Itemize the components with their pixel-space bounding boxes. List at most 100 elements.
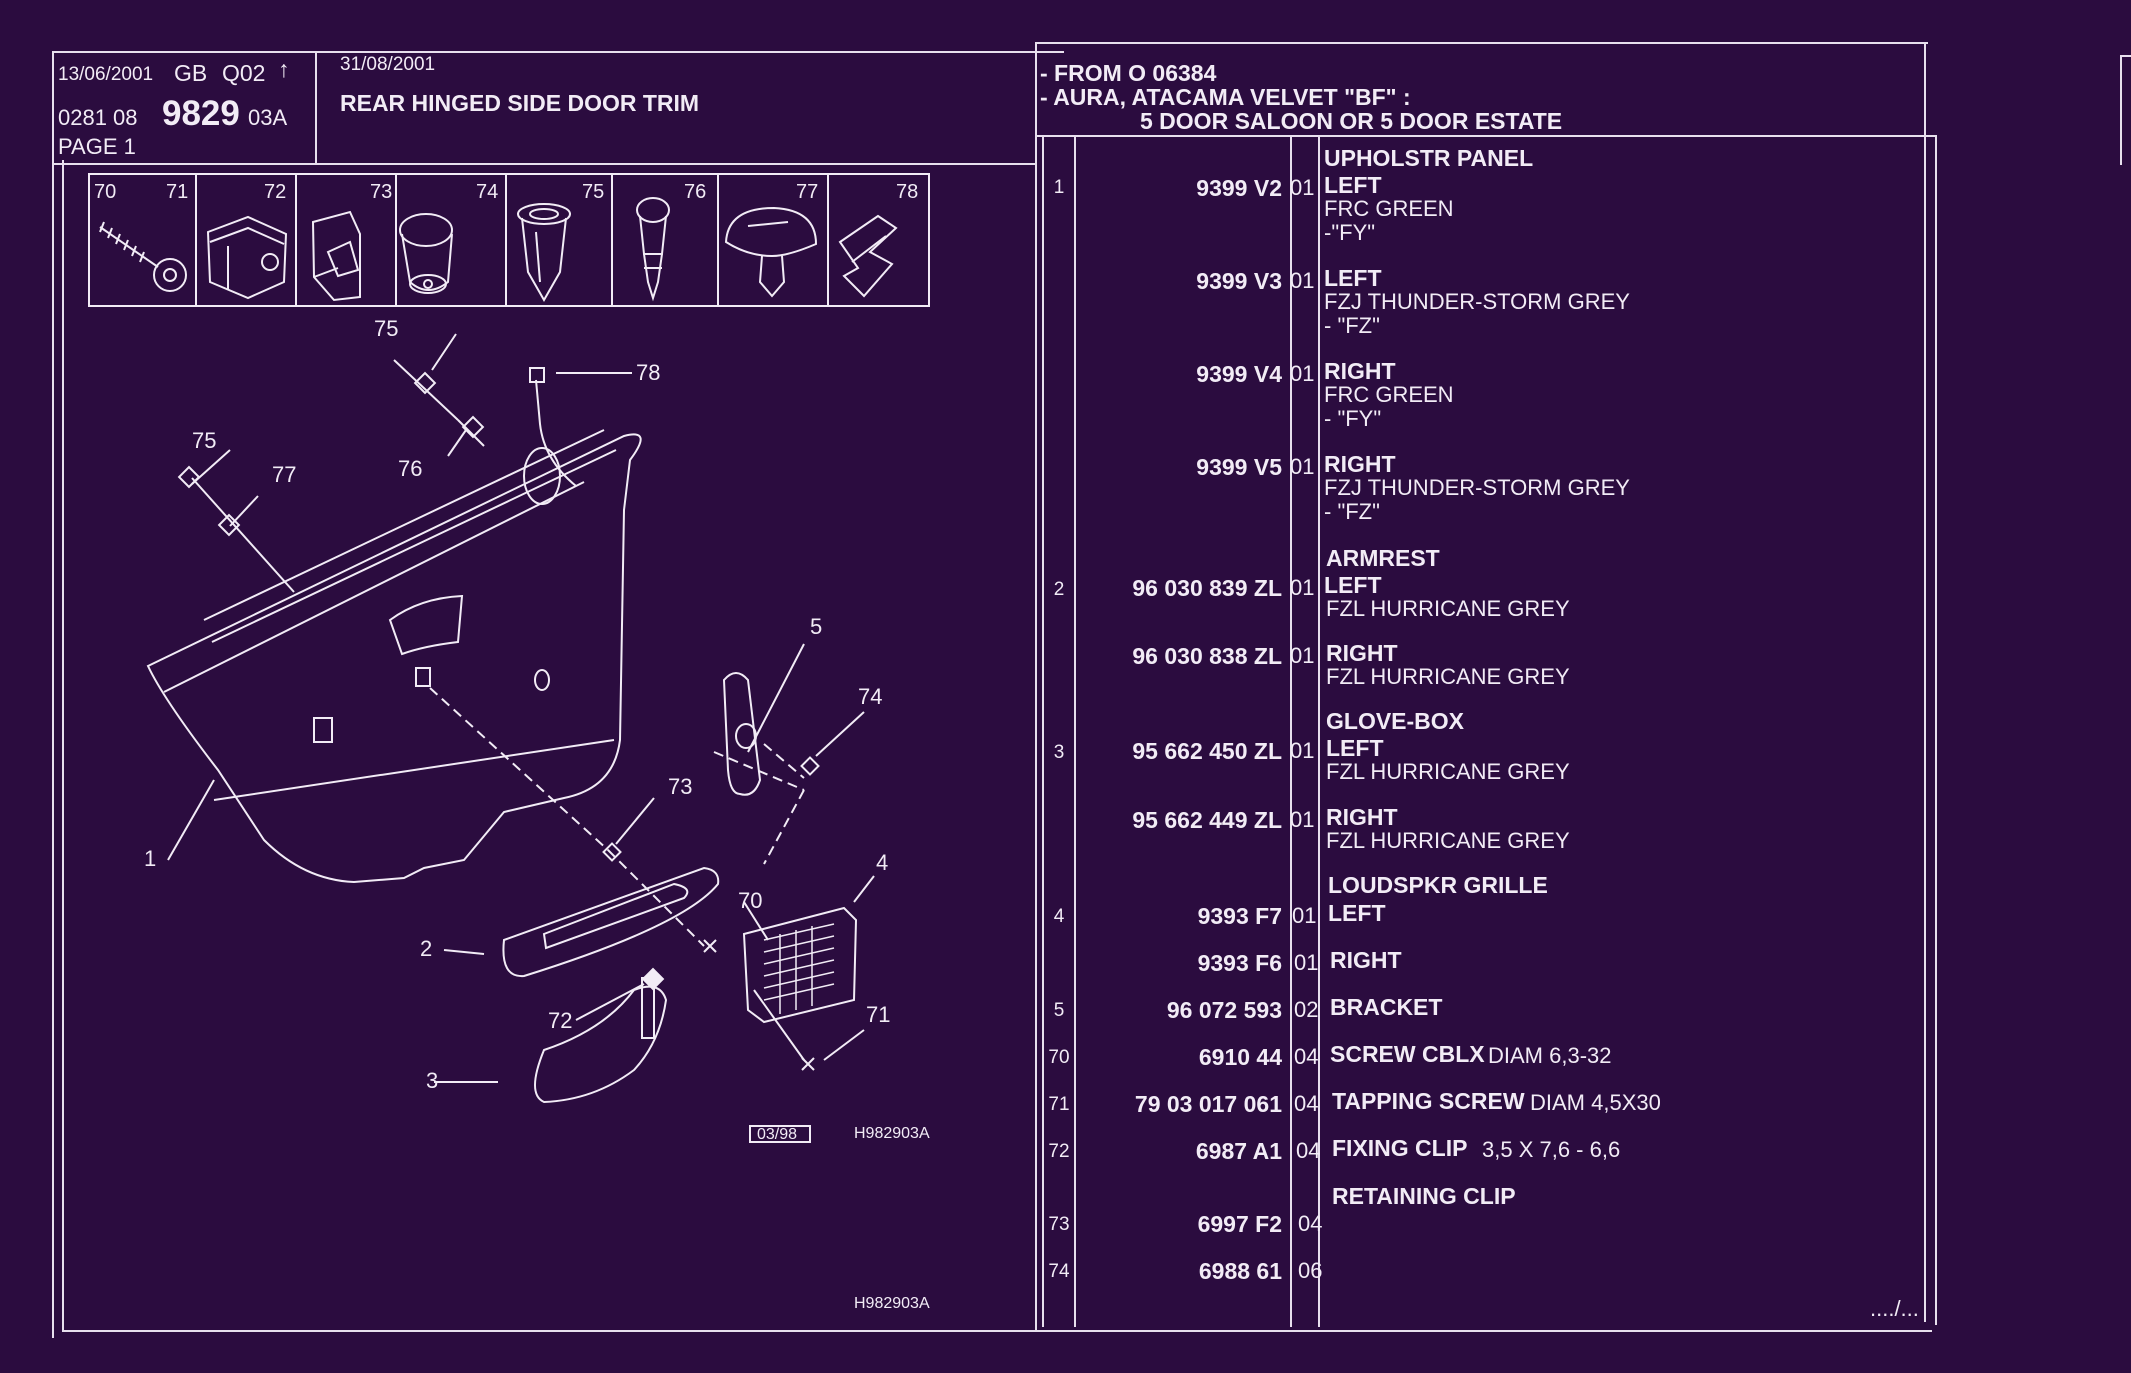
icon-label-77: 77 bbox=[796, 181, 818, 203]
push-clip-icon bbox=[636, 197, 670, 302]
glovebox-3 bbox=[534, 985, 668, 1104]
row-desc: RIGHT bbox=[1330, 947, 1402, 973]
callout-75-left: 75 bbox=[192, 428, 216, 453]
nut-icon bbox=[399, 213, 453, 294]
header-note-1: - FROM O 06384 bbox=[1040, 60, 1217, 86]
callout-76: 76 bbox=[398, 456, 422, 481]
row-item: 74 bbox=[1048, 1261, 1070, 1282]
door-panel-lower-line bbox=[213, 739, 615, 801]
row-qty: 01 bbox=[1290, 643, 1315, 668]
row-ref: 6988 61 bbox=[1198, 1258, 1282, 1284]
row-ref: 9399 V4 bbox=[1196, 361, 1282, 387]
header-page: PAGE 1 bbox=[58, 134, 136, 159]
row-item: 71 bbox=[1048, 1094, 1070, 1115]
page-title: REAR HINGED SIDE DOOR TRIM bbox=[340, 90, 700, 116]
row-item: 3 bbox=[1053, 742, 1065, 763]
clip-75-left bbox=[177, 465, 201, 489]
continued-marker: ..../... bbox=[1870, 1296, 1919, 1321]
row-ref: 79 03 017 061 bbox=[1134, 1091, 1282, 1117]
header-ref-main: 9829 bbox=[162, 94, 240, 133]
next-page-edge-v bbox=[2120, 55, 2122, 165]
row-ref: 6997 F2 bbox=[1197, 1211, 1282, 1237]
icon-label-72: 72 bbox=[264, 181, 286, 203]
screw-icon bbox=[99, 221, 187, 292]
door-panel-outline bbox=[146, 433, 642, 884]
group-loudspkr-grille: LOUDSPKR GRILLE bbox=[1328, 872, 1548, 898]
frame-left-inner bbox=[62, 160, 64, 1332]
row-item: 73 bbox=[1048, 1214, 1070, 1235]
retaining-clip-icon bbox=[311, 210, 361, 302]
icon-label-74: 74 bbox=[476, 181, 498, 203]
icon-label-73: 73 bbox=[370, 181, 392, 203]
row-line2: 3,5 X 7,6 - 6,6 bbox=[1482, 1137, 1621, 1162]
mushroom-clip-icon bbox=[724, 206, 818, 298]
icon-label-75: 75 bbox=[582, 181, 604, 203]
row-line3: - "FY" bbox=[1324, 406, 1382, 431]
door-panel-top-edge bbox=[203, 429, 617, 643]
row-ref: 6987 A1 bbox=[1195, 1138, 1282, 1164]
clip-74 bbox=[800, 756, 820, 776]
row-desc: SCREW CBLX bbox=[1330, 1041, 1485, 1067]
row-ref: 6910 44 bbox=[1198, 1044, 1282, 1070]
row-desc: LEFT bbox=[1324, 265, 1382, 291]
door-slot-mid bbox=[415, 667, 431, 687]
callout-71: 71 bbox=[866, 1002, 890, 1027]
row-qty: 01 bbox=[1290, 268, 1315, 293]
frame-right bbox=[1924, 42, 1926, 1322]
header-divider-2 bbox=[1035, 42, 1037, 1332]
row-ref: 95 662 450 ZL bbox=[1132, 738, 1282, 764]
row-desc: RIGHT bbox=[1326, 640, 1398, 666]
row-qty: 04 bbox=[1296, 1138, 1321, 1163]
row-item: 72 bbox=[1048, 1141, 1070, 1162]
clip-72 bbox=[641, 967, 665, 991]
stamp-box bbox=[749, 1125, 811, 1143]
row-qty: 01 bbox=[1290, 175, 1315, 200]
row-qty: 01 bbox=[1290, 575, 1315, 600]
armrest-2 bbox=[502, 866, 720, 978]
callout-3: 3 bbox=[426, 1068, 438, 1093]
door-panel-inner-line bbox=[163, 481, 585, 693]
row-ref: 9399 V2 bbox=[1196, 175, 1282, 201]
header-divider-1 bbox=[315, 51, 317, 163]
header-version: Q02 bbox=[222, 60, 266, 86]
callout-73: 73 bbox=[668, 774, 692, 799]
row-line2: FZL HURRICANE GREY bbox=[1326, 828, 1570, 853]
row-line2: FZJ THUNDER-STORM GREY bbox=[1324, 475, 1630, 500]
row-desc: LEFT bbox=[1324, 172, 1382, 198]
row-line2: FZL HURRICANE GREY bbox=[1326, 759, 1570, 784]
callout-5: 5 bbox=[810, 614, 822, 639]
plug-clip-icon bbox=[517, 203, 571, 303]
row-line2: DIAM 6,3-32 bbox=[1488, 1043, 1612, 1068]
header-arrow: ↑ bbox=[278, 56, 290, 82]
frame-bottom bbox=[62, 1330, 1932, 1332]
icon-strip: 70 71 72 73 74 75 76 77 78 bbox=[88, 173, 930, 307]
row-ref: 96 072 593 bbox=[1166, 997, 1282, 1023]
col-line-c bbox=[1290, 135, 1292, 1327]
icon-label-70: 70 bbox=[94, 181, 116, 203]
door-panel-pocket bbox=[388, 594, 464, 656]
row-qty: 01 bbox=[1290, 738, 1315, 763]
clip-75-top bbox=[413, 371, 437, 395]
header-ref-suffix: 03A bbox=[248, 105, 288, 130]
callout-77: 77 bbox=[272, 462, 296, 487]
row-qty: 04 bbox=[1298, 1211, 1323, 1236]
row-line2: FZL HURRICANE GREY bbox=[1326, 664, 1570, 689]
row-qty: 06 bbox=[1298, 1258, 1323, 1283]
cable-clip-78 bbox=[529, 367, 545, 383]
row-qty: 01 bbox=[1292, 903, 1317, 928]
group-glove-box: GLOVE-BOX bbox=[1326, 708, 1465, 734]
row-line3: - "FZ" bbox=[1324, 499, 1380, 524]
row-desc: TAPPING SCREW bbox=[1332, 1088, 1525, 1114]
row-qty: 01 bbox=[1294, 950, 1319, 975]
icon-label-71: 71 bbox=[166, 181, 188, 203]
clip-77 bbox=[217, 513, 241, 537]
row-desc: LEFT bbox=[1328, 900, 1386, 926]
footer-ref: H982903A bbox=[854, 1295, 930, 1312]
row-desc: BRACKET bbox=[1330, 994, 1443, 1020]
header-note-3: 5 DOOR SALOON OR 5 DOOR ESTATE bbox=[1140, 108, 1563, 134]
next-page-edge bbox=[2120, 55, 2131, 57]
header-date2: 31/08/2001 bbox=[340, 54, 436, 75]
row-ref: 9393 F7 bbox=[1197, 903, 1282, 929]
icon-label-78: 78 bbox=[896, 181, 918, 203]
cable-clip-icon bbox=[838, 214, 898, 298]
